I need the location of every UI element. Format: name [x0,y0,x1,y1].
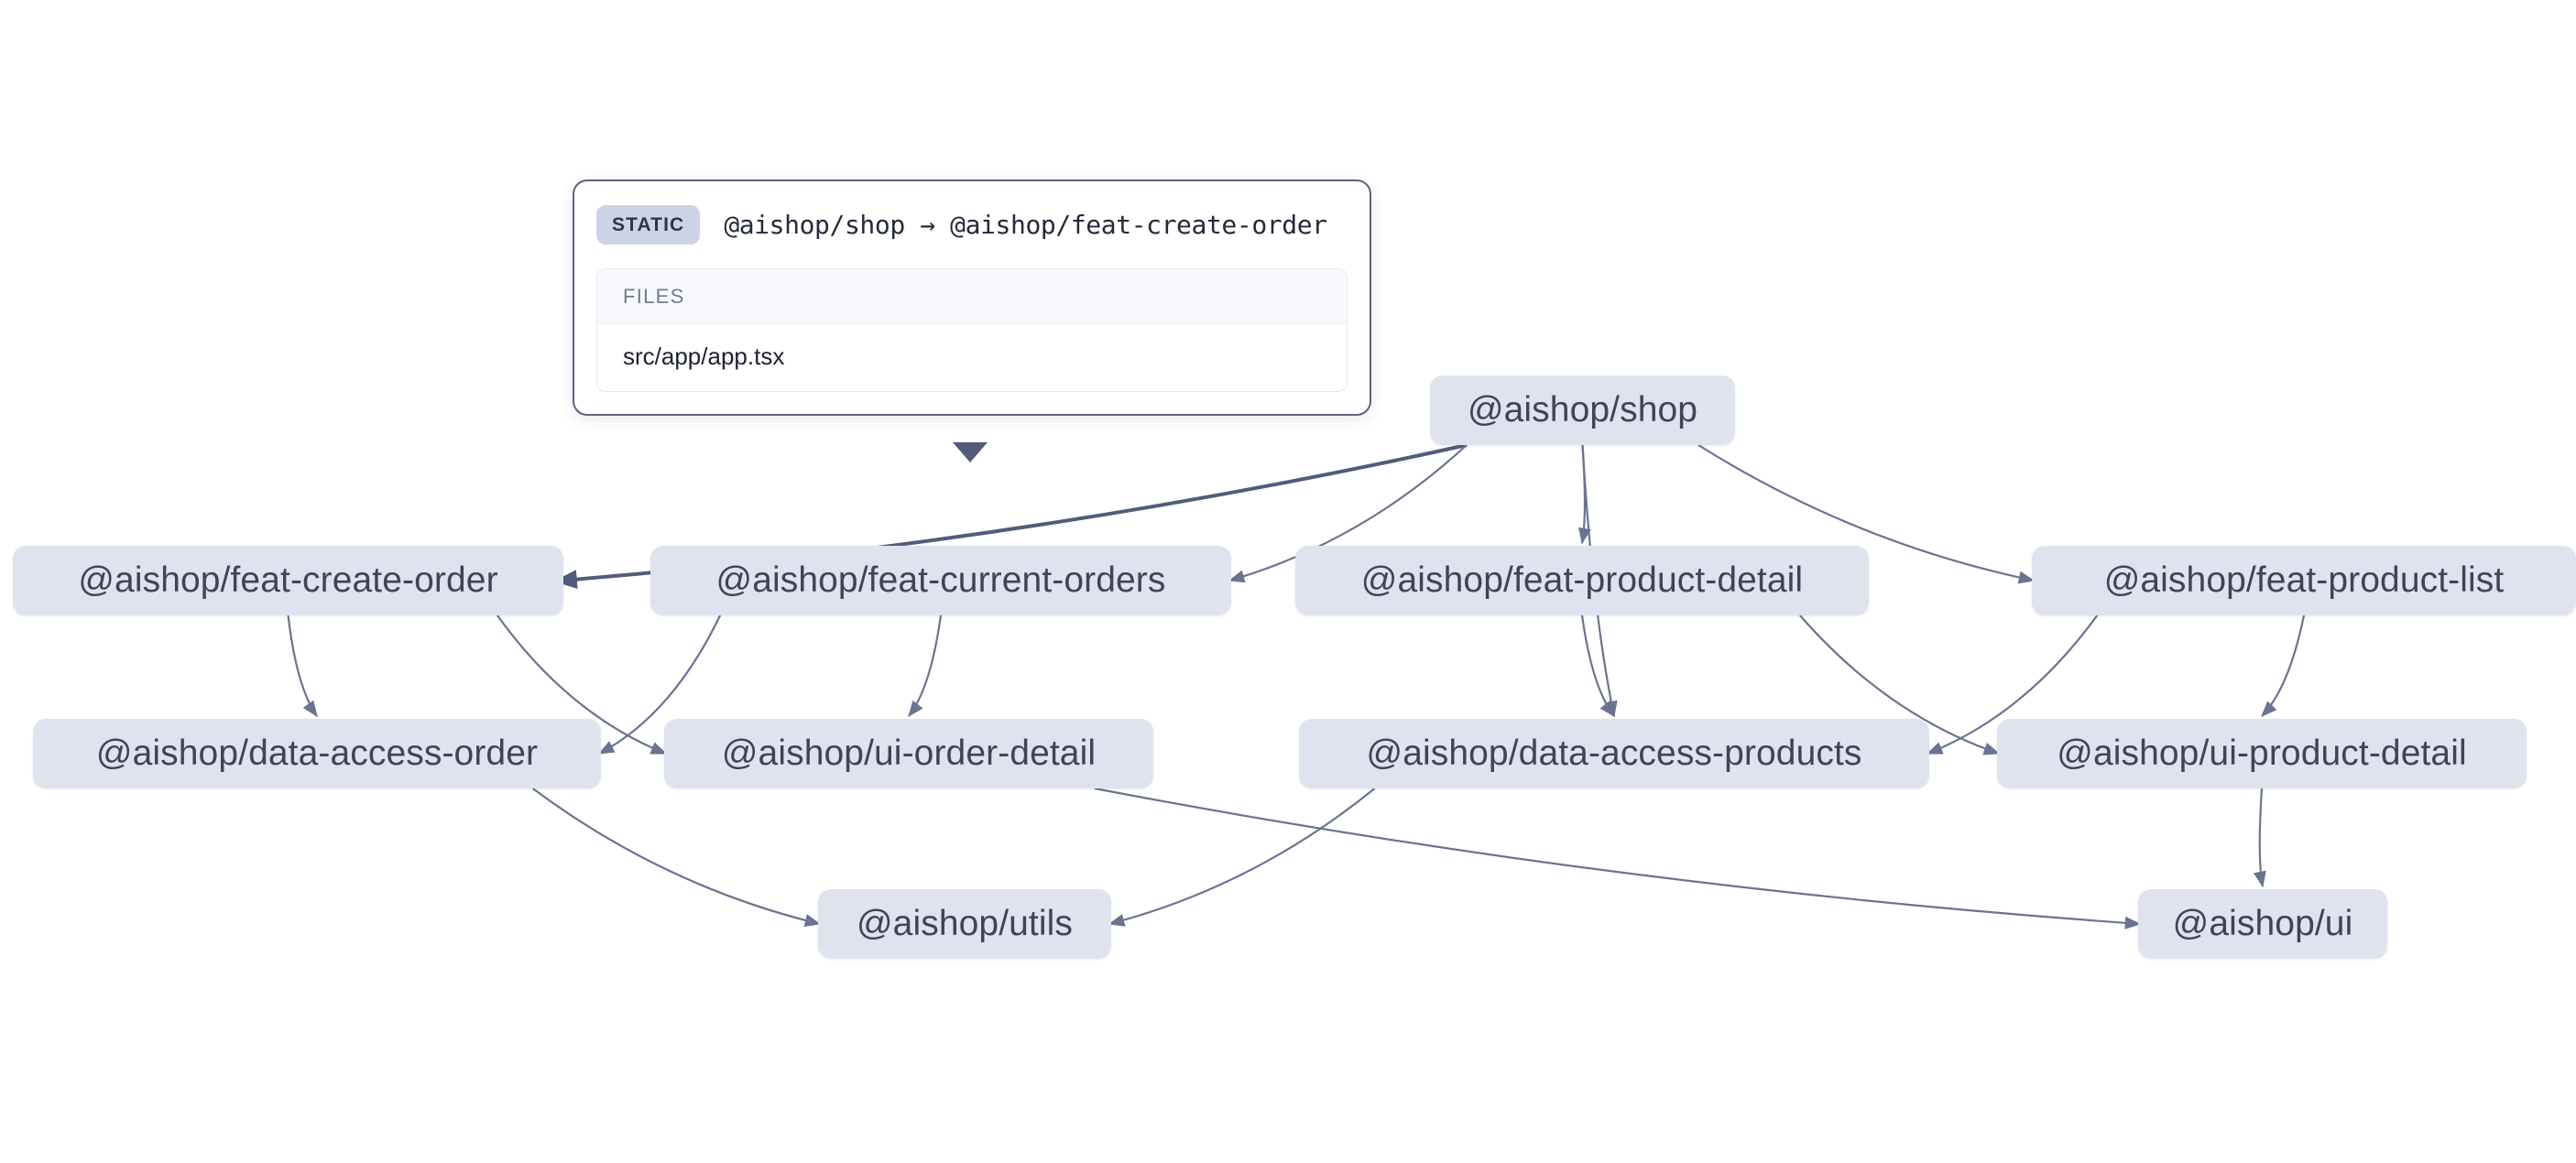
graph-node-ui[interactable]: @aishop/ui [2138,889,2387,959]
graph-edge-feat-product-detail-to-data-access-products[interactable] [1580,614,1615,718]
graph-edge-feat-current-orders-to-ui-order-detail[interactable] [908,614,943,718]
graph-node-label: @aishop/data-access-products [1366,734,1862,773]
graph-node-feat-current-orders[interactable]: @aishop/feat-current-orders [650,546,1231,615]
files-list: src/app/app.tsx [597,324,1347,391]
tooltip-title: @aishop/shop → @aishop/feat-create-order [724,210,1327,240]
graph-node-data-access-products[interactable]: @aishop/data-access-products [1299,719,1929,788]
graph-node-label: @aishop/utils [856,904,1073,943]
graph-node-ui-order-detail[interactable]: @aishop/ui-order-detail [664,719,1153,788]
graph-edge-feat-create-order-to-data-access-order[interactable] [287,614,318,718]
graph-node-ui-product-detail[interactable]: @aishop/ui-product-detail [1997,719,2527,788]
graph-node-label: @aishop/feat-create-order [78,560,498,600]
graph-edge-feat-product-list-to-ui-product-detail[interactable] [2261,614,2306,717]
graph-node-label: @aishop/ui [2172,904,2353,943]
tooltip-header: STATIC @aishop/shop → @aishop/feat-creat… [596,201,1348,246]
graph-node-label: @aishop/shop [1467,390,1698,429]
file-row: src/app/app.tsx [597,324,1347,391]
graph-edge-data-access-order-to-utils[interactable] [531,788,822,927]
graph-node-data-access-order[interactable]: @aishop/data-access-order [33,719,601,788]
graph-edge-data-access-products-to-utils[interactable] [1108,788,1376,927]
graph-node-feat-product-list[interactable]: @aishop/feat-product-list [2032,546,2576,615]
graph-edge-shop-to-feat-product-detail[interactable] [1578,444,1591,545]
graph-node-label: @aishop/feat-product-detail [1360,560,1804,600]
graph-node-label: @aishop/feat-product-list [2103,560,2505,600]
graph-node-label: @aishop/ui-product-detail [2057,734,2467,773]
graph-node-feat-create-order[interactable]: @aishop/feat-create-order [13,546,563,615]
graph-edge-ui-product-detail-to-ui[interactable] [2253,788,2266,888]
graph-node-feat-product-detail[interactable]: @aishop/feat-product-detail [1295,546,1869,615]
graph-node-utils[interactable]: @aishop/utils [818,889,1111,959]
highlighted-edge-arrowhead-icon [953,442,988,462]
edge-tooltip-card[interactable]: STATIC @aishop/shop → @aishop/feat-creat… [573,179,1371,416]
dependency-type-badge: STATIC [596,205,701,245]
graph-node-label: @aishop/ui-order-detail [721,734,1097,773]
tooltip-files-panel: FILES src/app/app.tsx [596,268,1348,392]
graph-edge-ui-order-detail-to-ui[interactable] [1094,787,2142,929]
files-section-header: FILES [597,269,1347,324]
graph-node-label: @aishop/data-access-order [95,734,539,773]
graph-node-label: @aishop/feat-current-orders [715,560,1166,600]
graph-node-shop[interactable]: @aishop/shop [1430,375,1735,445]
